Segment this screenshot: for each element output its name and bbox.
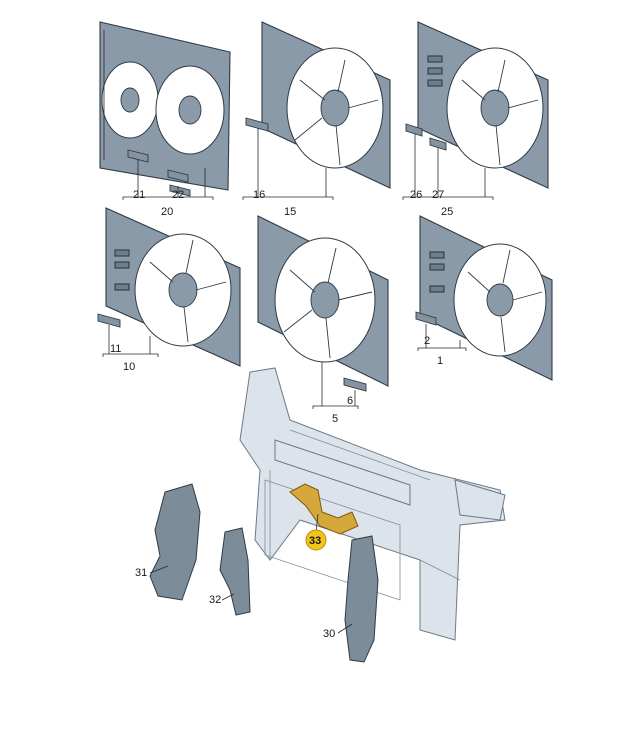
- strip-11: [97, 313, 121, 328]
- strip-21: [127, 149, 149, 163]
- label-33-badge: 33: [305, 529, 327, 551]
- label-15: 15: [284, 206, 296, 218]
- strip-2: [415, 311, 437, 326]
- label-16: 16: [253, 189, 265, 201]
- bracket-33: [289, 483, 359, 535]
- strip-27: [429, 137, 447, 151]
- strip-22: [167, 169, 191, 197]
- label-20: 20: [161, 206, 173, 218]
- label-5: 5: [332, 413, 338, 425]
- fan-shroud-20: [99, 21, 231, 191]
- strip-26: [405, 123, 423, 137]
- strip-16: [245, 117, 269, 132]
- label-30: 30: [323, 628, 335, 640]
- fan-shroud-15: [261, 21, 391, 189]
- fan-shroud-25: [417, 21, 549, 189]
- label-26: 26: [410, 189, 422, 201]
- label-11: 11: [110, 343, 121, 355]
- fan-shroud-5: [257, 215, 389, 387]
- label-1: 1: [437, 355, 443, 367]
- label-32: 32: [209, 594, 221, 606]
- label-6: 6: [347, 395, 353, 407]
- label-10: 10: [123, 361, 135, 373]
- label-27: 27: [432, 189, 444, 201]
- label-21: 21: [133, 189, 145, 201]
- lock-carrier: [239, 367, 506, 641]
- strip-6: [343, 377, 367, 392]
- label-2: 2: [424, 335, 430, 347]
- air-guide-32: [219, 527, 251, 616]
- label-33: 33: [309, 535, 321, 547]
- label-22: 22: [172, 189, 184, 201]
- label-25: 25: [441, 206, 453, 218]
- air-guide-30: [344, 535, 379, 663]
- fan-shroud-10: [105, 207, 241, 367]
- air-guide-31: [149, 483, 201, 601]
- fan-shroud-1: [419, 215, 553, 381]
- label-31: 31: [135, 567, 147, 579]
